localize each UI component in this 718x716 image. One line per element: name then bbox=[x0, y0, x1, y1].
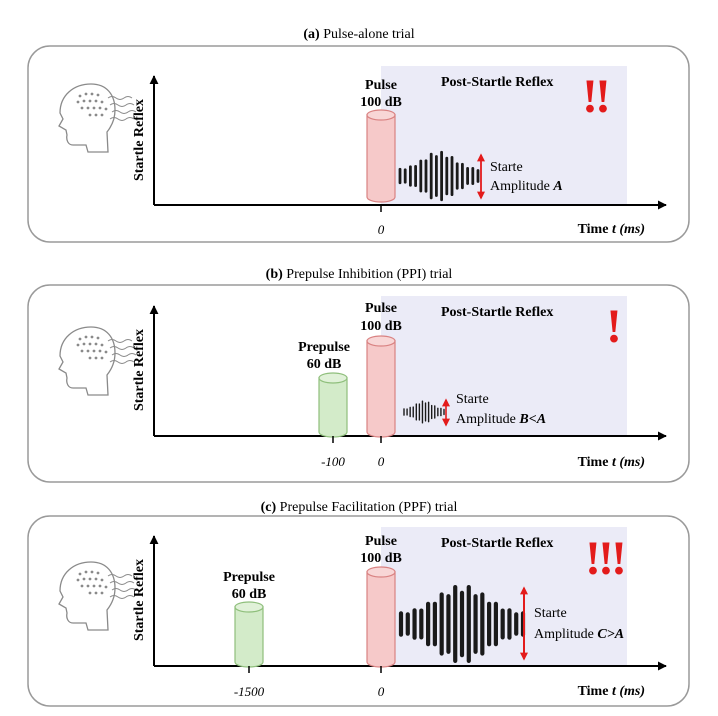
pulse-level: 100 dB bbox=[360, 319, 402, 334]
prepulse-level: 60 dB bbox=[307, 357, 342, 372]
pulse-cylinder bbox=[366, 109, 396, 203]
panel-prepulse-inhibition: (b) Prepulse Inhibition (PPI) trial Post… bbox=[27, 267, 690, 483]
head-with-brainwaves-icon bbox=[58, 326, 137, 396]
amplitude-label-line1: Starte bbox=[534, 606, 567, 621]
pulse-level: 100 dB bbox=[360, 95, 402, 110]
prepulse-cylinder bbox=[318, 372, 348, 438]
y-axis-label: Startle Reflex bbox=[132, 99, 147, 181]
time-tick-label: 0 bbox=[378, 222, 385, 237]
pulse-name: Pulse bbox=[365, 534, 397, 549]
pulse-name: Pulse bbox=[365, 78, 397, 93]
x-axis-label: Time t (ms) bbox=[578, 222, 645, 237]
prepulse-level: 60 dB bbox=[232, 587, 267, 602]
time-tick-label: 0 bbox=[378, 684, 385, 699]
pulse-cylinder bbox=[366, 335, 396, 438]
amplitude-label-line1: Starte bbox=[456, 392, 489, 407]
region-label: Post-Startle Reflex bbox=[441, 305, 553, 320]
region-label: Post-Startle Reflex bbox=[441, 536, 553, 551]
alert-marks: !! bbox=[582, 70, 608, 123]
panel-title: (b) Prepulse Inhibition (PPI) trial bbox=[266, 267, 453, 282]
time-tick-label: 0 bbox=[378, 454, 385, 469]
panel-title: (c) Prepulse Facilitation (PPF) trial bbox=[261, 500, 458, 515]
startle-waveform bbox=[398, 150, 480, 202]
startle-waveform bbox=[398, 585, 526, 663]
panel-pulse-alone: (a) Pulse-alone trial Post-Startle Refle… bbox=[27, 27, 690, 243]
x-axis-label: Time t (ms) bbox=[578, 455, 645, 470]
amplitude-label-line2: Amplitude C>A bbox=[534, 627, 624, 642]
alert-marks: !!! bbox=[585, 532, 624, 585]
pulse-name: Pulse bbox=[365, 301, 397, 316]
time-tick-label: -1500 bbox=[234, 684, 265, 699]
pulse-cylinder bbox=[366, 566, 396, 668]
amplitude-label-line2: Amplitude A bbox=[490, 179, 563, 194]
prepulse-name: Prepulse bbox=[298, 340, 350, 355]
y-axis-label: Startle Reflex bbox=[132, 559, 147, 641]
pulse-level: 100 dB bbox=[360, 551, 402, 566]
time-tick-label: -100 bbox=[321, 454, 345, 469]
head-with-brainwaves-icon bbox=[58, 561, 137, 631]
panel-prepulse-facilitation: (c) Prepulse Facilitation (PPF) trial Po… bbox=[27, 500, 690, 707]
amplitude-label-line1: Starte bbox=[490, 160, 523, 175]
x-axis-label: Time t (ms) bbox=[578, 684, 645, 699]
prepulse-cylinder bbox=[234, 601, 264, 668]
alert-marks: ! bbox=[606, 300, 622, 353]
panel-title: (a) Pulse-alone trial bbox=[303, 27, 414, 42]
y-axis-label: Startle Reflex bbox=[132, 329, 147, 411]
post-startle-region bbox=[381, 527, 627, 666]
amplitude-label-line2: Amplitude B<A bbox=[456, 412, 546, 427]
head-with-brainwaves-icon bbox=[58, 83, 137, 153]
prepulse-name: Prepulse bbox=[223, 570, 275, 585]
region-label: Post-Startle Reflex bbox=[441, 75, 553, 90]
